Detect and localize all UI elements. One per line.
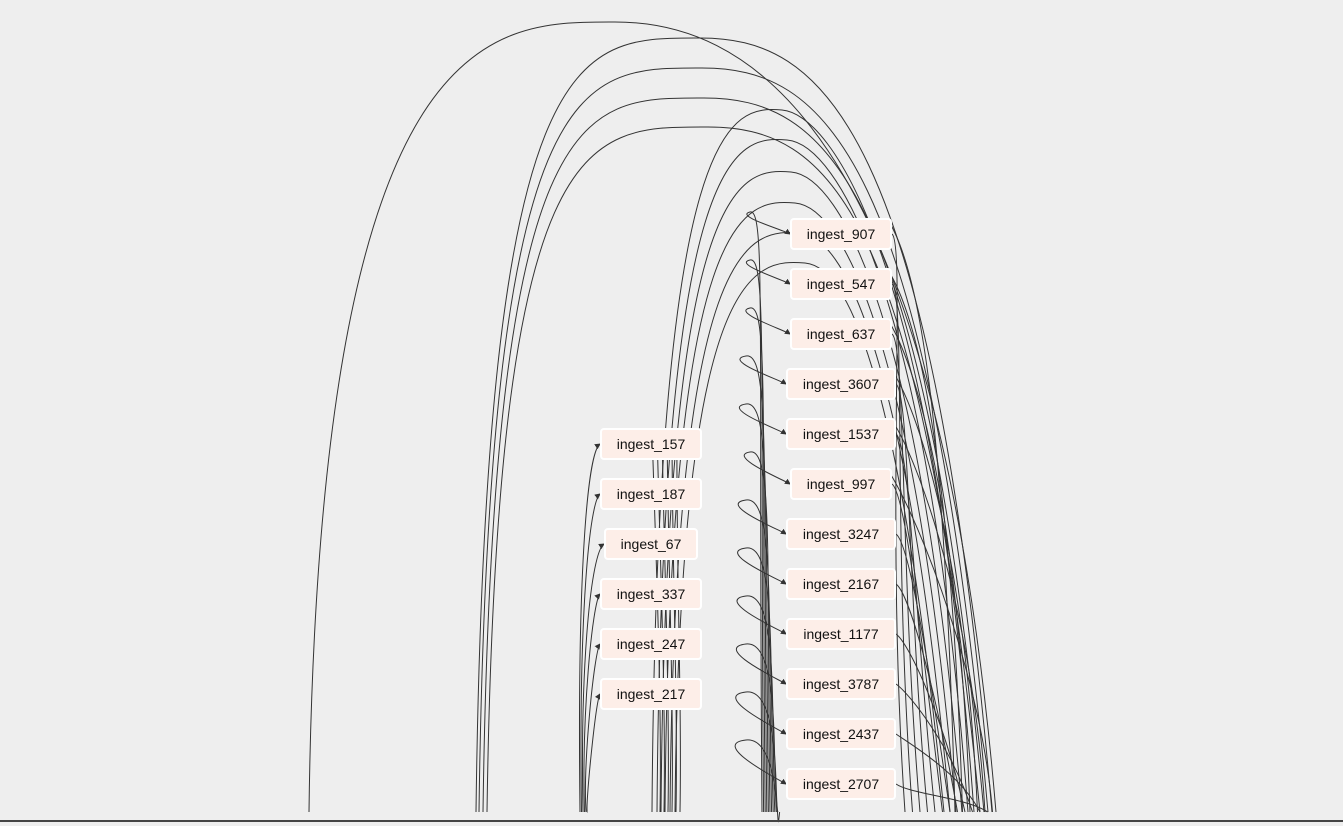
dependency-edge [580,493,601,813]
dependency-edge [891,369,978,813]
dependency-edge [660,170,963,813]
dependency-edge [738,403,787,813]
node-ingest-2167[interactable]: ingest_2167 [786,568,896,600]
node-ingest-187[interactable]: ingest_187 [600,478,702,510]
dependency-edge [895,583,958,813]
node-ingest-337[interactable]: ingest_337 [600,578,702,610]
node-ingest-2437[interactable]: ingest_2437 [786,718,896,750]
dependency-edge [586,693,601,813]
node-ingest-907[interactable]: ingest_907 [790,218,892,250]
node-ingest-997[interactable]: ingest_997 [790,468,892,500]
dependency-edge [651,109,975,813]
dependency-edge [482,97,985,813]
node-ingest-1177[interactable]: ingest_1177 [786,618,896,650]
node-ingest-3247[interactable]: ingest_3247 [786,518,896,550]
node-ingest-2707[interactable]: ingest_2707 [786,768,896,800]
dependency-edge [895,733,981,813]
dependency-edge [585,643,601,813]
dependency-edge [895,783,988,813]
dependency-edge [735,691,787,813]
dependency-edge [746,259,791,813]
dependency-edge [656,139,969,813]
edge-layer [308,21,997,823]
dependency-edge [579,443,601,813]
node-ingest-547[interactable]: ingest_547 [790,268,892,300]
dependency-edge [734,739,787,823]
dependency-edge [891,419,986,813]
node-ingest-3607[interactable]: ingest_3607 [786,368,896,400]
dependency-edge [887,319,971,813]
node-ingest-157[interactable]: ingest_157 [600,428,702,460]
dependency-edge [887,219,956,813]
dependency-edge [745,307,791,813]
dependency-edge [736,595,787,813]
dependency-edge [743,451,791,813]
dependency-edge [887,269,963,813]
dependency-edge [664,201,957,813]
dependency-edge [895,533,951,813]
node-ingest-67[interactable]: ingest_67 [604,528,698,560]
bottom-border [0,820,1343,822]
node-ingest-3787[interactable]: ingest_3787 [786,668,896,700]
node-ingest-247[interactable]: ingest_247 [600,628,702,660]
dependency-edge [582,543,605,813]
dependency-edge [583,593,601,813]
dependency-edge [891,333,921,813]
dependency-edge [308,21,997,813]
node-ingest-217[interactable]: ingest_217 [600,678,702,710]
dependency-edge [737,547,787,813]
dependency-edge [739,355,787,813]
dependency-edge [895,433,936,813]
dependency-edge [891,283,913,813]
node-ingest-1537[interactable]: ingest_1537 [786,418,896,450]
dependency-edge [887,469,993,813]
dependency-edge [891,233,906,813]
dependency-edge [895,383,928,813]
dependency-edge [746,211,791,813]
dependency-edge [475,37,993,813]
dependency-edge [478,67,989,813]
node-ingest-637[interactable]: ingest_637 [790,318,892,350]
dependency-edge [895,683,973,813]
dependency-edge [891,483,943,813]
